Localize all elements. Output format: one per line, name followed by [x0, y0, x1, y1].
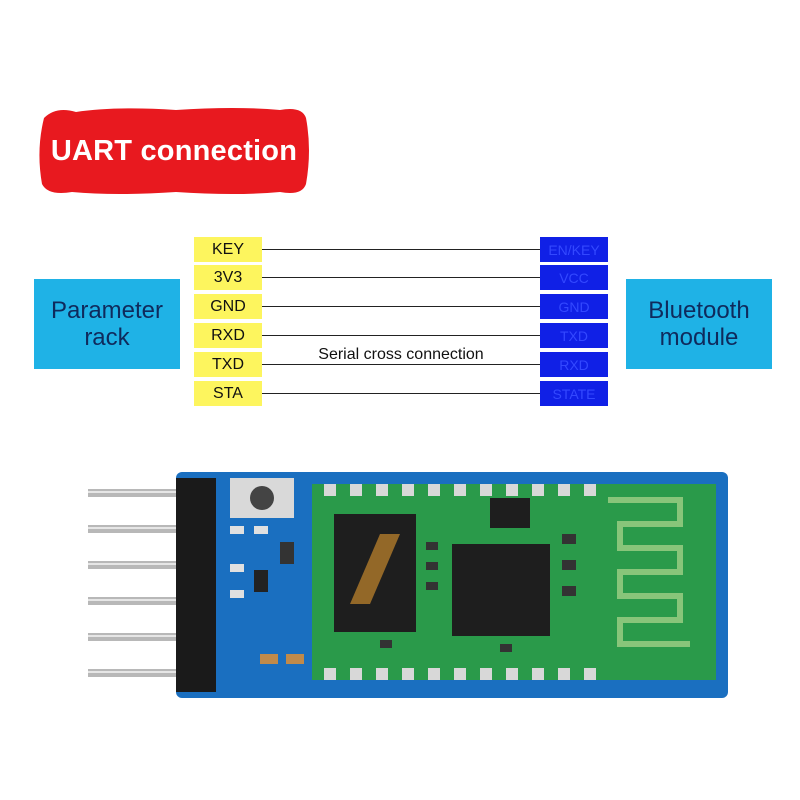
right-pin-rxd: RXD: [540, 352, 608, 377]
left-pin-txd: TXD: [194, 352, 262, 377]
title-badge-shape: [39, 108, 310, 194]
small-chip: [490, 498, 530, 528]
module-board-svg: [88, 472, 728, 698]
bluetooth-module-image: [80, 464, 730, 709]
wire-state: [262, 393, 540, 394]
left-pin-gnd: GND: [194, 294, 262, 319]
right-pin-txd: TXD: [540, 323, 608, 348]
header-pins: [88, 489, 180, 677]
wire-vcc: [262, 277, 540, 278]
left-pin-key: KEY: [194, 237, 262, 262]
wire-rxd-txd: [262, 335, 540, 336]
title-badge: UART connection: [36, 104, 312, 198]
parameter-rack-box: Parameter rack: [34, 279, 180, 369]
parameter-rack-line1: Parameter: [50, 297, 164, 324]
right-pin-en-key: EN/KEY: [540, 237, 608, 262]
parameter-rack-line2: rack: [84, 324, 130, 351]
wire-key: [262, 249, 540, 250]
serial-cross-label: Serial cross connection: [318, 346, 484, 363]
wire-gnd: [262, 306, 540, 307]
page-title: UART connection: [50, 134, 298, 167]
header-block: [176, 478, 216, 692]
wire-txd-rxd: [262, 364, 540, 365]
right-pin-gnd: GND: [540, 294, 608, 319]
pcb-antenna: [608, 497, 690, 647]
left-pin-3v3: 3V3: [194, 265, 262, 290]
csr-chip: [452, 544, 550, 636]
right-pin-vcc: VCC: [540, 265, 608, 290]
left-pin-sta: STA: [194, 381, 262, 406]
bluetooth-module-line2: module: [659, 324, 739, 351]
bluetooth-module-line1: Bluetooth: [648, 297, 750, 324]
bluetooth-module-box: Bluetooth module: [626, 279, 772, 369]
left-pin-rxd: RXD: [194, 323, 262, 348]
right-pin-state: STATE: [540, 381, 608, 406]
